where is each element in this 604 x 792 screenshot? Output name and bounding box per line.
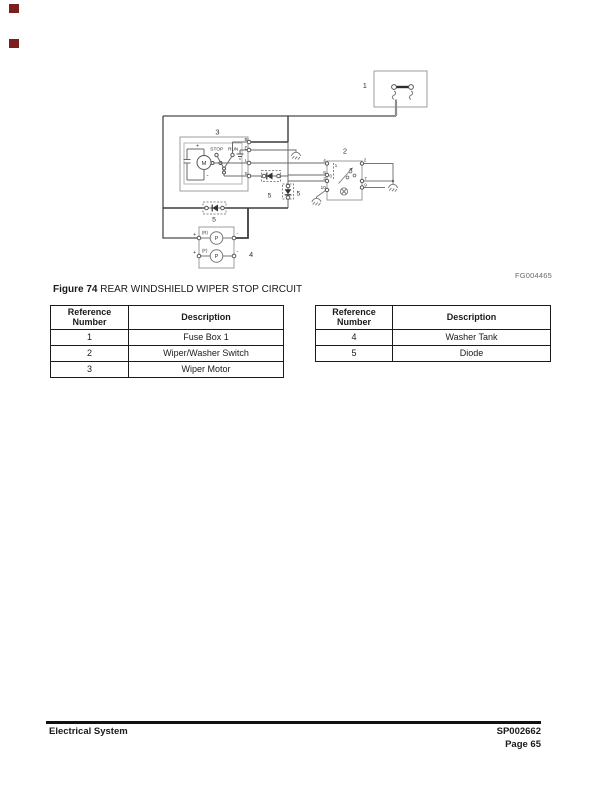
switch-terminal-9: 9 bbox=[364, 182, 367, 187]
washer-tank-internals bbox=[196, 231, 237, 263]
corner-mark-bottom bbox=[9, 39, 19, 48]
diode-vertical-label: 5 bbox=[297, 191, 301, 198]
diode-s-line bbox=[261, 170, 281, 182]
pump-rear-plus: + bbox=[193, 232, 196, 238]
ground-switch-right bbox=[388, 183, 398, 192]
description-cell: Wiper/Washer Switch bbox=[128, 345, 284, 362]
description-cell: Diode bbox=[392, 345, 551, 362]
motor-m-symbol: M bbox=[202, 161, 207, 167]
switch-inner-0: 0 bbox=[330, 174, 333, 179]
terminal-l-label: L bbox=[245, 158, 248, 163]
diode-vertical bbox=[282, 183, 294, 200]
washer-switch-box bbox=[326, 160, 363, 201]
motor-plus-label: + bbox=[196, 144, 199, 150]
table-row: 1 Fuse Box 1 bbox=[50, 329, 284, 346]
fuse-box-label: 1 bbox=[363, 81, 367, 90]
power-wires bbox=[162, 115, 396, 239]
ref-number-cell: 3 bbox=[50, 361, 129, 378]
pump-front-plus: + bbox=[193, 250, 196, 256]
header-reference-line2: Number bbox=[72, 316, 107, 327]
washer-tank-label: 4 bbox=[249, 250, 253, 259]
header-reference-number: Reference Number bbox=[50, 305, 129, 330]
switch-terminal-2: 2 bbox=[364, 158, 367, 163]
pump-front-label: (F) bbox=[202, 248, 208, 253]
reference-table-left: Reference Number Description 1 Fuse Box … bbox=[50, 305, 284, 378]
switch-terminal-6: 6 bbox=[323, 170, 326, 175]
wire-junction-dot bbox=[391, 179, 395, 183]
ground-e-terminal bbox=[291, 151, 301, 160]
switch-terminal-4: 4 bbox=[323, 158, 326, 163]
header-reference-line1: Reference bbox=[67, 306, 112, 317]
table-row: 2 Wiper/Washer Switch bbox=[50, 345, 284, 362]
pump-rear-label: (R) bbox=[202, 230, 209, 235]
corner-print-marks bbox=[9, 4, 19, 48]
table-row: 5 Diode bbox=[315, 345, 551, 362]
washer-switch-internals bbox=[333, 163, 357, 196]
wiper-motor-terminal-circles bbox=[246, 139, 252, 179]
pump-rear-p: P bbox=[215, 236, 219, 242]
diode-s-label: 5 bbox=[268, 193, 272, 200]
pump-front-p: P bbox=[215, 254, 219, 260]
reference-table-right: Reference Number Description 4 Washer Ta… bbox=[315, 305, 551, 362]
switch-inner-1: 1 bbox=[335, 163, 338, 168]
wiper-stop-circuit-diagram: 1 3 M + - STOP RUN B E L S bbox=[162, 70, 428, 269]
header-description: Description bbox=[392, 305, 551, 330]
switch-terminal-3: 3 bbox=[323, 176, 326, 181]
switch-terminal-7: 7 bbox=[364, 176, 367, 181]
header-reference-line1: Reference bbox=[332, 306, 376, 317]
ref-number-cell: 5 bbox=[315, 345, 393, 362]
description-cell: Fuse Box 1 bbox=[128, 329, 284, 346]
figure-caption-title: REAR WINDSHIELD WIPER STOP CIRCUIT bbox=[97, 284, 303, 295]
motor-minus-label: - bbox=[207, 173, 209, 179]
ref-number-cell: 1 bbox=[50, 329, 129, 346]
ref-number-cell: 4 bbox=[315, 329, 393, 346]
stop-label: STOP bbox=[210, 147, 223, 153]
terminal-s-label: S bbox=[245, 171, 248, 176]
figure-caption-number: Figure 74 bbox=[53, 284, 98, 295]
footer-rule bbox=[46, 721, 541, 724]
header-description: Description bbox=[128, 305, 284, 330]
pump-rear-minus: - bbox=[237, 231, 239, 237]
terminal-b-label: B bbox=[245, 137, 248, 142]
run-label: RUN bbox=[228, 147, 239, 153]
description-cell: Wiper Motor bbox=[128, 361, 284, 378]
table-row: 3 Wiper Motor bbox=[50, 361, 284, 378]
footer-section-title: Electrical System bbox=[49, 726, 128, 737]
corner-mark-top bbox=[9, 4, 19, 13]
figure-caption: Figure 74 REAR WINDSHIELD WIPER STOP CIR… bbox=[53, 284, 302, 295]
pump-front-minus: - bbox=[237, 249, 239, 255]
table-row: 4 Washer Tank bbox=[315, 329, 551, 346]
description-cell: Washer Tank bbox=[392, 329, 551, 346]
switch-terminal-10: 10 bbox=[321, 185, 327, 190]
fuse-box bbox=[373, 70, 428, 116]
washer-tank-box bbox=[198, 226, 235, 269]
bus-wires bbox=[163, 207, 288, 239]
footer-page-number: Page 65 bbox=[505, 738, 541, 750]
wiper-motor-internals bbox=[183, 141, 248, 181]
ref-number-cell: 2 bbox=[50, 345, 129, 362]
footer-page-info: SP002662 Page 65 bbox=[497, 726, 541, 751]
terminal-e-label: E bbox=[245, 145, 248, 150]
header-reference-line2: Number bbox=[336, 316, 371, 327]
wiper-motor-label: 3 bbox=[215, 128, 219, 137]
diode-bus-label: 5 bbox=[212, 217, 216, 224]
header-reference-number: Reference Number bbox=[315, 305, 393, 330]
washer-switch-terminal-circles bbox=[324, 161, 365, 193]
washer-switch-label: 2 bbox=[343, 147, 347, 156]
figure-code: FG004465 bbox=[514, 271, 552, 280]
ground-switch-left bbox=[311, 197, 322, 206]
footer-doc-number: SP002662 bbox=[496, 726, 541, 737]
diode-bus-line bbox=[202, 201, 227, 215]
